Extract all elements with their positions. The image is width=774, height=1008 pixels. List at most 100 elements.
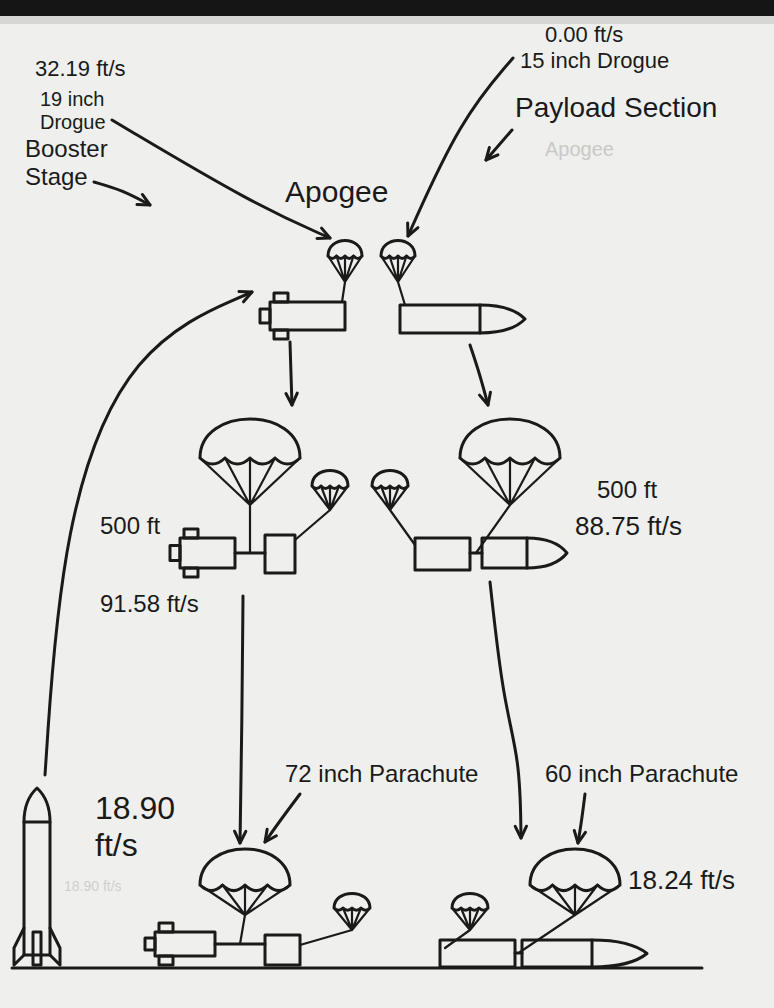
nose-cone [592,940,647,967]
arrow-head [486,147,498,160]
payload-drogue [372,470,415,545]
shroud-lines [381,256,415,305]
arrow-shaft [94,182,150,205]
faint-note: 18.90 ft/s [64,878,122,894]
fin [274,330,288,339]
drawing [12,58,702,968]
fin [159,956,173,965]
velocity-label: 18.24 ft/s [628,866,735,896]
rocket-fin [50,928,60,965]
fin [274,293,288,302]
leader-arrow [265,794,300,842]
arrow-shaft [408,58,513,236]
shroud-lines [200,885,290,944]
payload-section [522,940,647,967]
section-label: Payload Section [515,92,717,124]
nose-cone [527,538,567,568]
arrow-shaft [490,582,521,838]
arrow-head [480,392,491,405]
descent-arrow [490,582,527,838]
arrow-head [265,829,276,842]
booster-stage [260,293,345,339]
fin [184,529,198,538]
nose-cone [480,305,525,333]
shroud-lines [460,458,560,553]
arrow-head [235,831,246,843]
arrow-shaft [486,130,512,160]
leader-arrow [486,130,512,160]
payload-drogue [381,240,415,305]
leader-arrow [94,182,150,205]
coupler-box [415,538,470,570]
payload-section [482,538,567,568]
table-edge [0,0,774,16]
velocity-label: 18.90 ft/s [95,790,195,864]
shroud-lines [328,256,362,302]
descent-arrow [286,342,297,405]
booster-main [200,849,290,944]
payload-body [482,538,527,568]
booster-drogue [300,893,370,945]
arrow-head [239,291,252,301]
shroud-lines [295,486,348,540]
arrow-head [317,228,330,238]
coupler-box [265,535,295,573]
payload-main [460,419,560,553]
arrow-shaft [290,342,292,405]
coupler-box [265,935,300,965]
payload-section [400,305,525,333]
arrow-head [137,194,150,205]
payload-body [400,305,480,333]
rocket-fin [33,932,41,965]
descent-arrow [235,596,246,843]
chute-label: 60 inch Parachute [545,760,738,788]
velocity-label: 88.75 ft/s [575,512,682,542]
arrow-shaft [265,794,300,842]
fin [159,923,173,932]
arrow-shaft [45,292,252,775]
chute-label: 15 inch Drogue [520,48,669,73]
velocity-label: 0.00 ft/s [545,22,623,47]
arrow-head [286,393,297,405]
booster-stage [145,923,215,965]
chute-label: 72 inch Parachute [285,760,478,788]
section-label: Booster Stage [25,135,135,190]
velocity-label: 32.19 ft/s [35,56,126,81]
altitude-label: 500 ft [100,512,160,540]
arrow-head [515,826,526,838]
shroud-lines [200,458,300,553]
shroud-lines [445,908,488,948]
leader-arrow [408,58,513,236]
leader-arrow [574,794,585,843]
rocket-nose [24,788,50,822]
booster-body [155,932,215,956]
shroud-lines [520,885,620,952]
chute-label: 19 inch Drogue [40,88,135,134]
booster-stage [170,529,235,577]
booster-main [200,419,300,553]
paper-shadow [0,16,774,24]
booster-body [270,302,345,330]
shroud-lines [372,486,415,545]
flight-path-arrow [45,291,252,775]
launch-rocket [14,788,60,965]
velocity-label: 91.58 ft/s [100,590,199,618]
arrow-head [574,831,585,843]
payload-main [520,849,620,952]
rocket-body [24,822,50,955]
arrow-head [408,223,418,236]
phase-label: Apogee [285,175,388,210]
shroud-lines [300,908,370,945]
rocket-fin [14,928,24,965]
arrow-shaft [240,596,243,843]
payload-drogue [445,893,488,948]
altitude-label: 500 ft [597,476,657,504]
booster-body [180,538,235,568]
booster-drogue [328,240,362,302]
descent-arrow [470,345,490,405]
faint-note: Apogee [545,138,614,161]
booster-drogue [295,470,348,540]
